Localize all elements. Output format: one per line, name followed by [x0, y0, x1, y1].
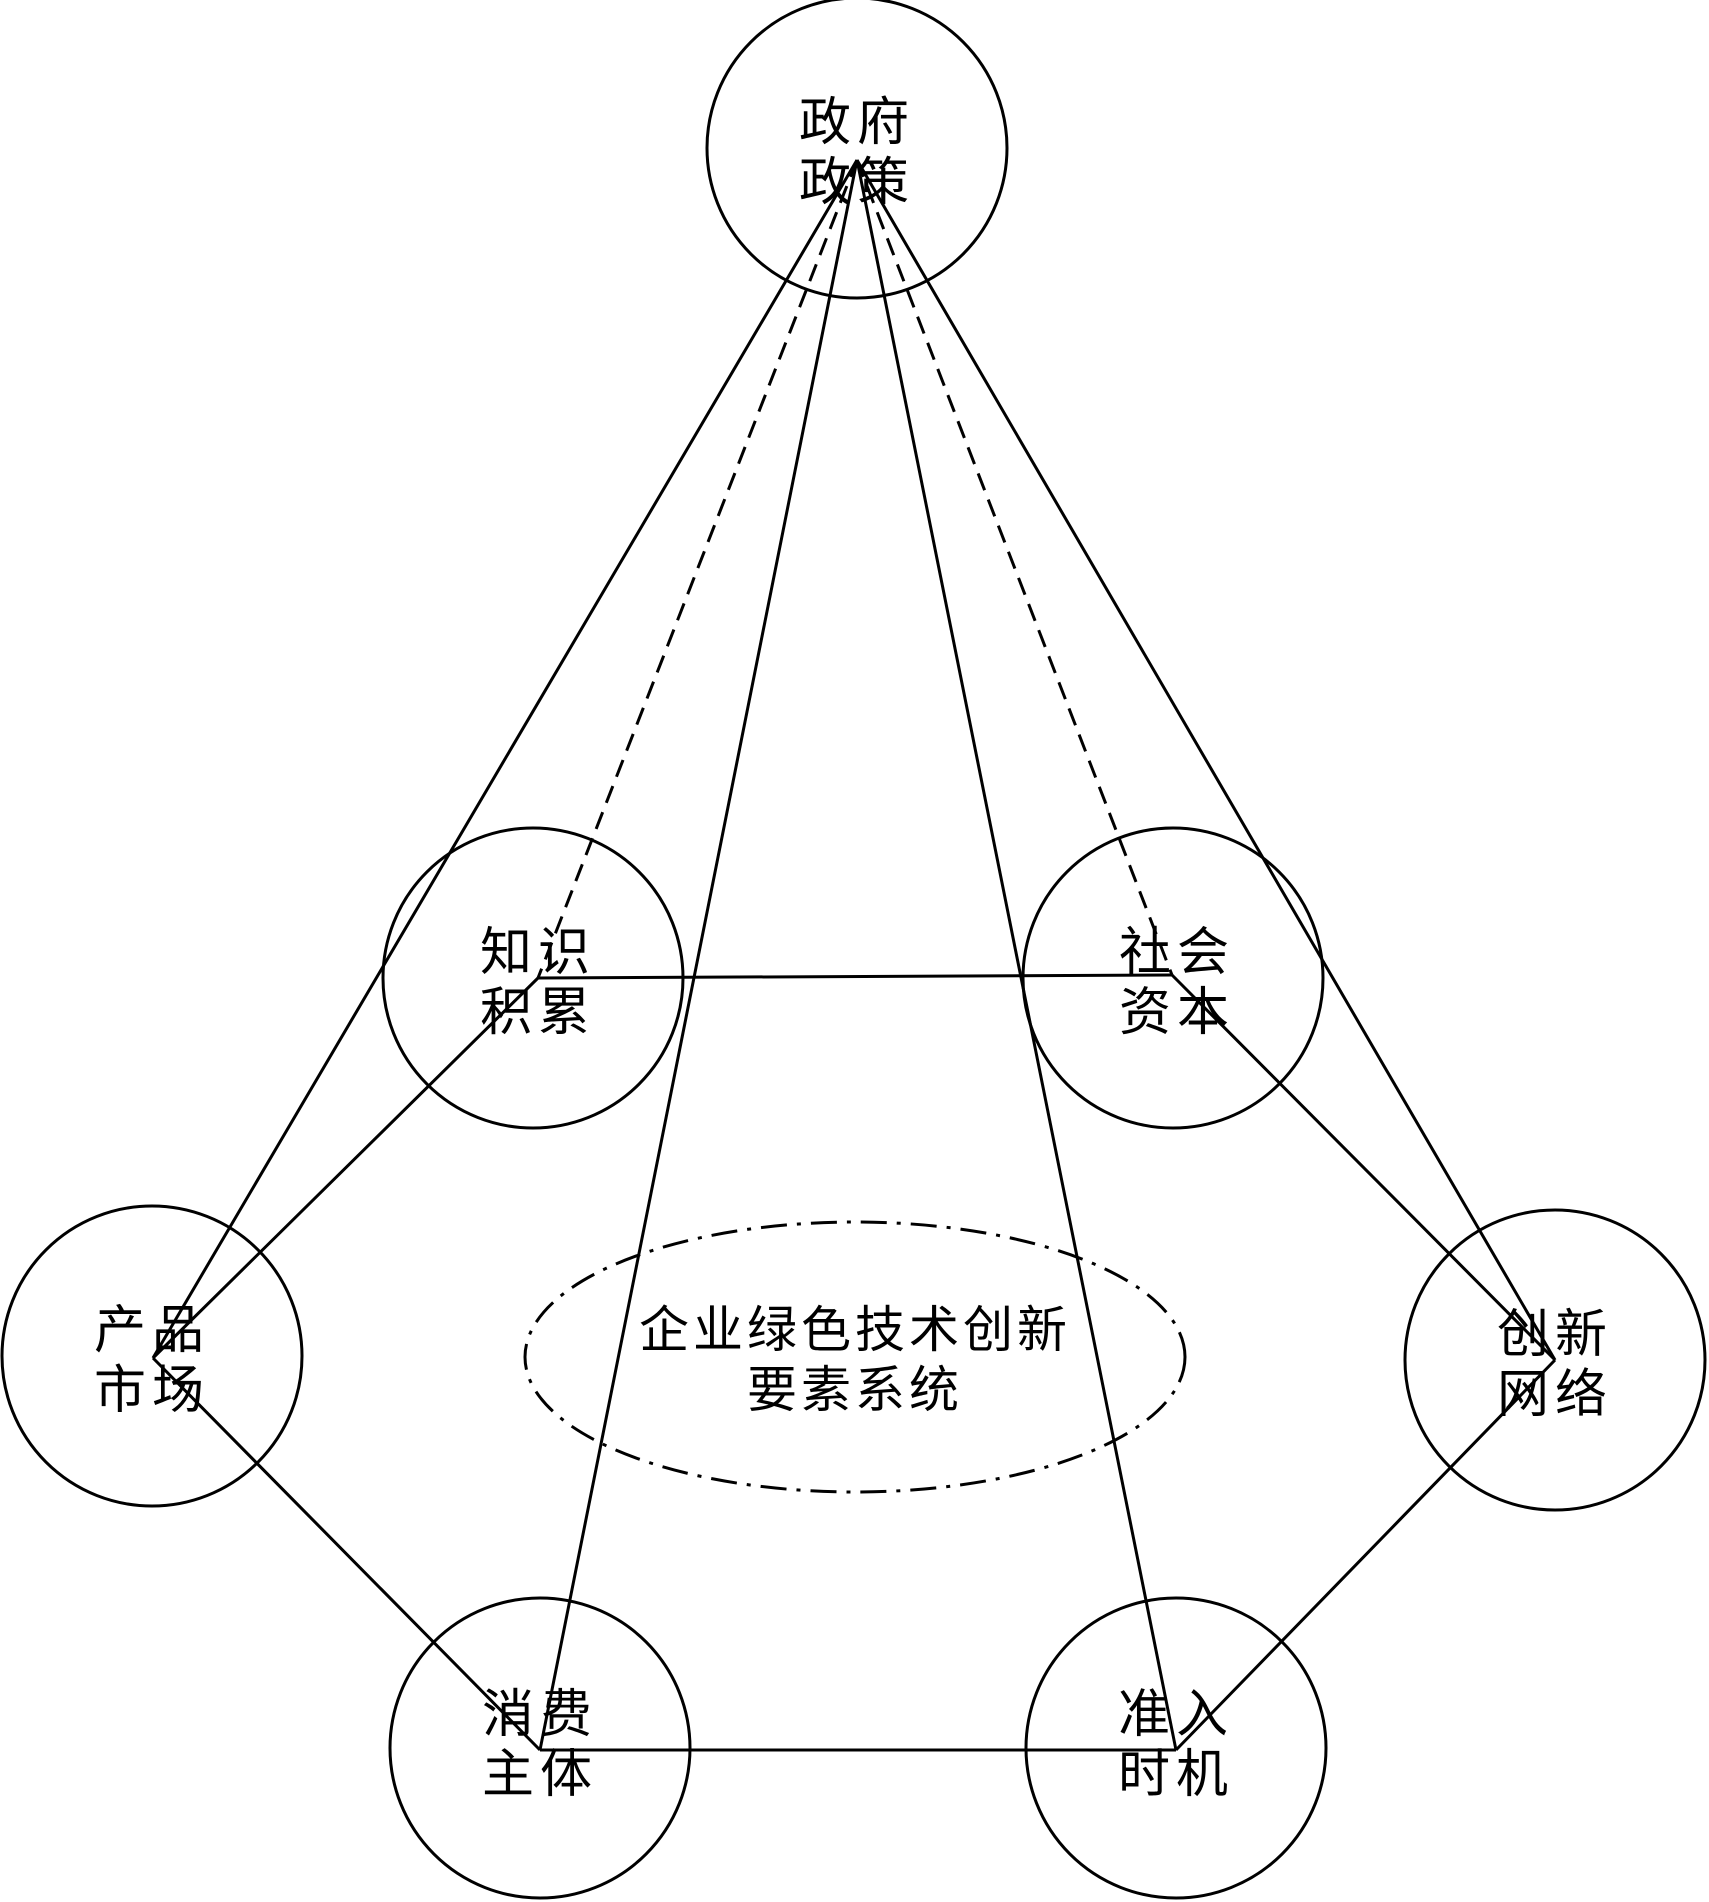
edge-gov-pro [151, 159, 859, 1359]
node-label-line-1: 产品 [94, 1301, 210, 1361]
node-label-line-2: 主体 [482, 1745, 598, 1805]
node-product-market: 产品 市场 [0, 1204, 304, 1508]
node-social-capital: 社会 资本 [1021, 826, 1325, 1130]
node-consumer-subject: 消费 主体 [388, 1596, 692, 1900]
node-circle [705, 0, 1009, 300]
node-label-line-1: 社会 [1119, 923, 1235, 983]
edge-kno-soc [537, 973, 1173, 980]
edge-gov-acc [855, 159, 1178, 1751]
node-label-line-2: 政策 [799, 153, 915, 213]
node-government-policy: 政府 政策 [705, 0, 1009, 300]
node-label-line-1: 创新 [1497, 1305, 1613, 1365]
node-label-line-2: 积累 [480, 983, 596, 1043]
node-label-line-1: 知识 [480, 923, 596, 983]
node-label-line-1: 政府 [799, 93, 915, 153]
center-system-ellipse: 企业绿色技术创新 要素系统 [523, 1220, 1187, 1494]
edge-gov-inn [855, 159, 1557, 1361]
node-circle [1021, 826, 1325, 1130]
edge-pro-kno [151, 976, 540, 1360]
edge-gov-kno [536, 159, 859, 979]
node-circle [0, 1204, 304, 1508]
node-circle [388, 1596, 692, 1900]
node-label-line-2: 市场 [94, 1361, 210, 1421]
node-circle [1024, 1596, 1328, 1900]
node-innovation-network: 创新 网络 [1403, 1208, 1707, 1512]
node-label-line-2: 网络 [1497, 1365, 1613, 1425]
node-circle [1403, 1208, 1707, 1512]
node-label-line-1: 消费 [482, 1685, 598, 1745]
node-entry-timing: 准入 时机 [1024, 1596, 1328, 1900]
center-label-line-1: 企业绿色技术创新 [639, 1301, 1071, 1359]
node-knowledge-accumulation: 知识 积累 [381, 826, 685, 1130]
edge-soc-inn [1170, 973, 1557, 1362]
node-label-line-2: 资本 [1119, 983, 1235, 1043]
node-label-line-1: 准入 [1118, 1685, 1234, 1745]
edges-layer [151, 159, 1557, 1752]
edge-inn-acc [1174, 1358, 1557, 1752]
node-label-line-2: 时机 [1118, 1745, 1234, 1805]
center-label-line-2: 要素系统 [747, 1361, 963, 1419]
edge-gov-con [538, 159, 859, 1751]
center-ellipse [523, 1220, 1187, 1494]
node-circle [381, 826, 685, 1130]
edge-gov-soc [855, 159, 1174, 976]
edge-con-pro [151, 1356, 542, 1752]
